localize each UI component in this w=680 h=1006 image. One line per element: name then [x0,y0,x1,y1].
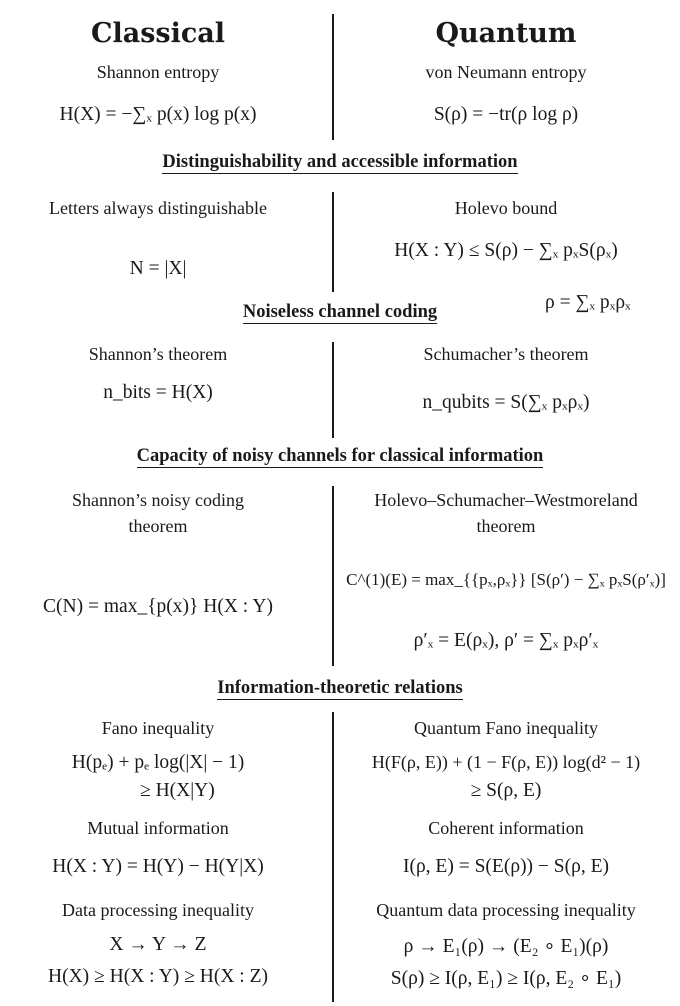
von-neumann-entropy-label: von Neumann entropy [425,62,587,82]
shannon-entropy-label: Shannon entropy [96,62,220,82]
quantum-data-processing-label: Quantum data processing inequality [376,900,636,920]
divider-2 [332,192,334,292]
mutual-information-label: Mutual information [87,818,229,838]
section-info-relations: Information-theoretic relations [217,678,463,700]
fano-formula-2: ≥ H(X|Y) [140,780,215,801]
classical-title: Classical [90,18,226,49]
shannon-noisy-label-1: Shannon’s noisy coding [71,490,244,510]
quantum-fano-label: Quantum Fano inequality [414,718,598,738]
fano-formula-1: H(pₑ) + pₑ log(|X| − 1) [71,752,245,773]
divider-4 [332,486,334,666]
quantum-data-processing-chain: ρ → E₁(ρ) → (E₂ ∘ E₁)(ρ) [403,936,609,957]
quantum-title: Quantum [435,18,577,49]
divider-1 [332,14,334,140]
divider-3 [332,342,334,438]
hsw-capacity-formula: C^(1)(E) = max_{{pₓ,ρₓ}} [S(ρ′) − ∑ₓ pₓS… [346,570,666,589]
hsw-label-2: theorem [476,516,536,536]
holevo-bound-label: Holevo bound [454,198,558,218]
section-distinguishability: Distinguishability and accessible inform… [162,152,518,174]
shannon-capacity-formula: C(N) = max_{p(x)} H(X : Y) [43,596,273,617]
data-processing-label: Data processing inequality [62,900,254,920]
quantum-fano-formula-1: H(F(ρ, E)) + (1 − F(ρ, E)) log(d² − 1) [371,752,641,772]
letters-formula: N = |X| [129,258,187,279]
quantum-data-processing-inequality: S(ρ) ≥ I(ρ, E₁) ≥ I(ρ, E₂ ∘ E₁) [390,968,622,989]
data-processing-inequality: H(X) ≥ H(X : Y) ≥ H(X : Z) [48,966,268,987]
fano-label: Fano inequality [101,718,215,738]
hsw-rho-formula: ρ′ₓ = E(ρₓ), ρ′ = ∑ₓ pₓρ′ₓ [413,630,599,651]
von-neumann-entropy-formula: S(ρ) = −tr(ρ log ρ) [433,104,579,125]
schumacher-theorem-label: Schumacher’s theorem [423,344,589,364]
coherent-information-formula: I(ρ, E) = S(E(ρ)) − S(ρ, E) [402,856,610,877]
data-processing-chain: X → Y → Z [109,934,207,955]
shannon-entropy-formula: H(X) = −∑ₓ p(x) log p(x) [59,104,257,125]
shannon-theorem-formula: n_bits = H(X) [103,382,213,403]
mutual-information-formula: H(X : Y) = H(Y) − H(Y|X) [52,856,264,877]
shannon-theorem-label: Shannon’s theorem [88,344,228,364]
holevo-bound-formula: H(X : Y) ≤ S(ρ) − ∑ₓ pₓS(ρₓ) [394,240,618,261]
section-noisy-capacity: Capacity of noisy channels for classical… [136,446,544,468]
shannon-noisy-label-2: theorem [128,516,188,536]
divider-5 [332,712,334,1002]
quantum-fano-formula-2: ≥ S(ρ, E) [470,780,542,801]
holevo-rho-formula: ρ = ∑ₓ pₓρₓ [545,292,631,313]
letters-distinguishable-label: Letters always distinguishable [49,198,267,218]
section-noiseless-coding: Noiseless channel coding [242,302,438,324]
schumacher-theorem-formula: n_qubits = S(∑ₓ pₓρₓ) [422,392,590,413]
coherent-information-label: Coherent information [428,818,584,838]
hsw-label-1: Holevo–Schumacher–Westmoreland [374,490,638,510]
